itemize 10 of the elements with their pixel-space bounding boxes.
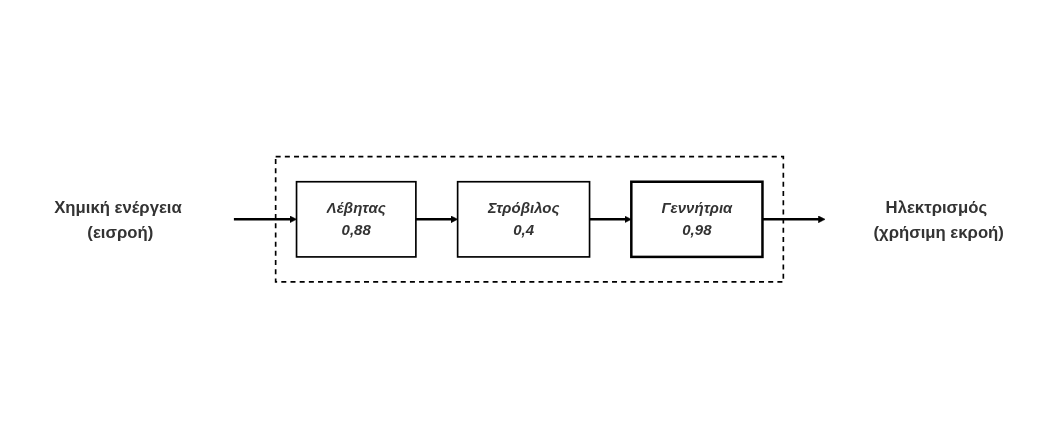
node-text: Ηλεκτρισμός (χρήσιμη εκροή) [873,197,1004,241]
node-text: Χημική ενέργεια (εισροή) [54,197,182,241]
arrow [589,215,632,223]
arrow [233,215,297,223]
node-box: Λέβητας 0,88 [295,180,417,258]
arrow [762,215,826,223]
node-box: Στρόβιλος 0,4 [456,180,591,258]
node-box: Γεννήτρια 0,98 [630,180,764,258]
cluster [274,155,785,283]
arrow [415,215,458,223]
